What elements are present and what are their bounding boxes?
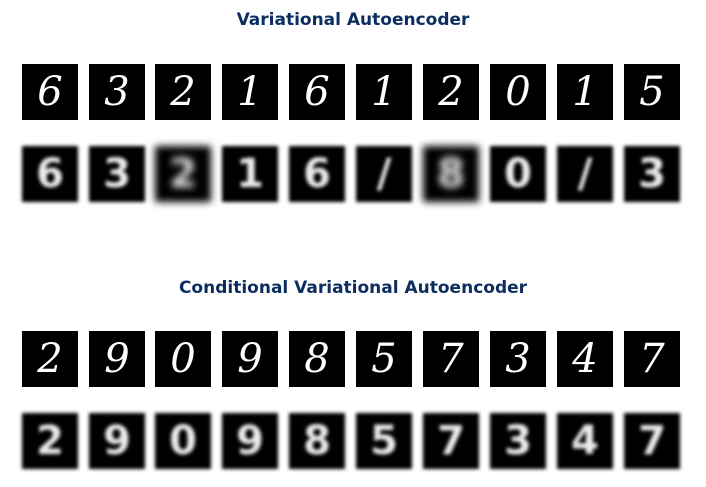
cvae-recon-digit-1: 2 — [22, 413, 78, 469]
cvae-original-digit-2: 9 — [89, 331, 145, 387]
vae-recon-digit-1: 6 — [22, 146, 78, 202]
vae-original-digit-10: 5 — [624, 64, 680, 120]
cvae-original-digit-1: 2 — [22, 331, 78, 387]
vae-recon-digit-9: / — [557, 146, 613, 202]
cvae-original-digit-4: 9 — [222, 331, 278, 387]
cvae-original-digit-7: 7 — [423, 331, 479, 387]
cvae-recon-digit-5: 8 — [289, 413, 345, 469]
cvae-recon-digit-6: 5 — [356, 413, 412, 469]
vae-original-digit-8: 0 — [490, 64, 546, 120]
cvae-recon-digit-7: 7 — [423, 413, 479, 469]
vae-original-digit-2: 3 — [89, 64, 145, 120]
cvae-recon-digit-3: 0 — [155, 413, 211, 469]
vae-recon-digit-7: 8 — [423, 146, 479, 202]
vae-recon-digit-10: 3 — [624, 146, 680, 202]
cvae-original-digit-3: 0 — [155, 331, 211, 387]
vae-original-digit-5: 6 — [289, 64, 345, 120]
vae-recon-digit-5: 6 — [289, 146, 345, 202]
cvae-title: Conditional Variational Autoencoder — [178, 278, 528, 298]
cvae-original-digit-8: 3 — [490, 331, 546, 387]
cvae-recon-digit-2: 9 — [89, 413, 145, 469]
vae-recon-digit-2: 3 — [89, 146, 145, 202]
vae-title: Variational Autoencoder — [236, 10, 470, 30]
cvae-recon-digit-10: 7 — [624, 413, 680, 469]
vae-recon-digit-6: / — [356, 146, 412, 202]
vae-recon-digit-8: 0 — [490, 146, 546, 202]
vae-recon-digit-4: 1 — [222, 146, 278, 202]
cvae-recon-digit-9: 4 — [557, 413, 613, 469]
vae-original-digit-7: 2 — [423, 64, 479, 120]
cvae-recon-digit-8: 3 — [490, 413, 546, 469]
vae-recon-digit-3: 2 — [155, 146, 211, 202]
cvae-original-digit-10: 7 — [624, 331, 680, 387]
cvae-original-digit-5: 8 — [289, 331, 345, 387]
cvae-recon-digit-4: 9 — [222, 413, 278, 469]
vae-original-digit-9: 1 — [557, 64, 613, 120]
cvae-original-digit-9: 4 — [557, 331, 613, 387]
cvae-original-digit-6: 5 — [356, 331, 412, 387]
vae-original-digit-6: 1 — [356, 64, 412, 120]
vae-original-digit-1: 6 — [22, 64, 78, 120]
vae-original-digit-3: 2 — [155, 64, 211, 120]
vae-original-digit-4: 1 — [222, 64, 278, 120]
